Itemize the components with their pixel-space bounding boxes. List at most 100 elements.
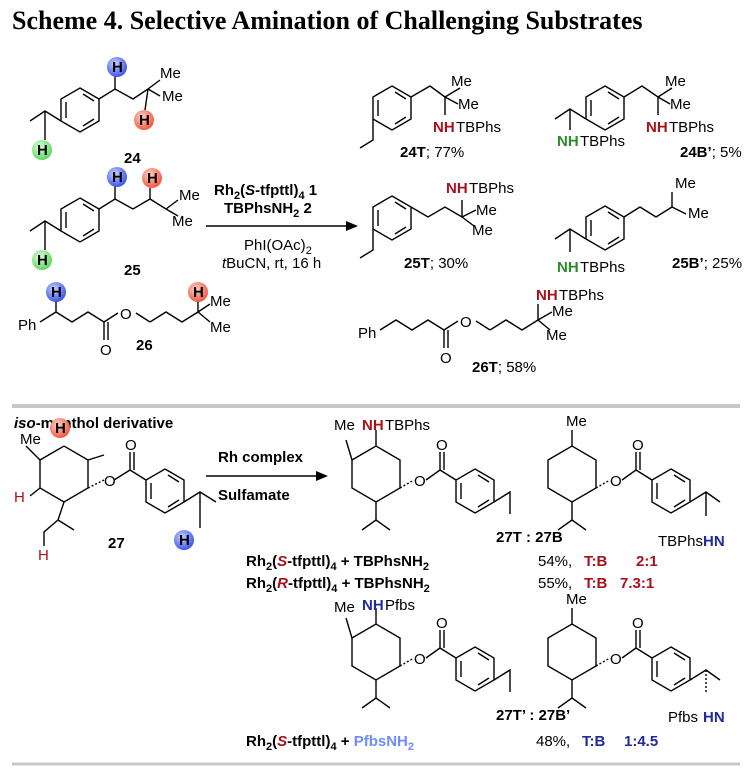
atom-label: H	[112, 59, 123, 76]
atom-label: O	[610, 651, 622, 668]
nh-label: NH	[557, 259, 579, 276]
atom-label: H	[139, 112, 150, 129]
atom-label: Me	[20, 431, 41, 448]
product-27T-structure: Me NH TBPhs O O	[334, 417, 511, 531]
solvent-label: tBuCN, rt, 16 h	[222, 255, 321, 272]
product-25B-structure: Me Me NH TBPhs	[554, 175, 709, 276]
ratio-label-1: 27T : 27B	[496, 529, 563, 546]
atom-label: Me	[688, 205, 709, 222]
atom-label: O	[610, 473, 622, 490]
catalyst-label: Rh2(S-tfpttl)4 1	[214, 182, 317, 202]
atom-label: O	[632, 615, 644, 632]
atom-label: H	[193, 284, 204, 301]
ratio-label-2: 27T’ : 27B’	[496, 707, 570, 724]
nh-label: NH	[536, 287, 558, 304]
atom-label: Me	[162, 88, 183, 105]
atom-label: H	[147, 170, 158, 187]
atom-label: Me	[566, 591, 587, 608]
result-row-2-ratio: 7.3:1	[620, 575, 654, 592]
atom-label: O	[436, 437, 448, 454]
compound-number: 26	[136, 337, 153, 354]
reaction-conditions-top: Rh2(S-tfpttl)4 1 TBPhsNH2 2 PhI(OAc)2 tB…	[206, 182, 358, 272]
atom-label: O	[120, 306, 132, 323]
atom-label: Me	[334, 599, 355, 616]
nh-label: NH	[557, 133, 579, 150]
product-26T-structure: Ph O O NH TBPhs Me Me	[358, 287, 604, 367]
compound-number: 24	[124, 150, 141, 167]
atom-label: O	[125, 437, 137, 454]
atom-label: Me	[665, 73, 686, 90]
compound-27-structure: H H Me O O H H	[14, 418, 217, 564]
atom-label: O	[440, 350, 452, 367]
result-row-1-yield: 54%,	[538, 553, 572, 570]
compound-25-structure: H H H Me Me	[29, 167, 200, 270]
h-marker-blue	[107, 167, 127, 187]
product-24T-caption: 24T; 77%	[400, 144, 464, 161]
nh-label: NH	[446, 180, 468, 197]
atom-label: H	[55, 420, 66, 437]
atom-label: O	[414, 651, 426, 668]
atom-label: Me	[675, 175, 696, 192]
product-27T-prime-structure: Me NH Pfbs O O	[334, 597, 511, 709]
atom-label: Me	[334, 417, 355, 434]
atom-label: H	[14, 489, 25, 506]
group-label: TBPhs	[580, 133, 625, 150]
atom-label: H	[38, 547, 49, 564]
h-marker-green	[32, 140, 52, 160]
group-label: TBPhs	[456, 119, 501, 136]
group-label: TBPhs	[385, 417, 430, 434]
atom-label: H	[112, 169, 123, 186]
result-row-1-tb: T:B	[584, 553, 607, 570]
atom-label: Me	[172, 213, 193, 230]
group-label: TBPhs	[469, 180, 514, 197]
group-label: Pfbs	[385, 597, 415, 614]
product-25B-caption: 25B’; 25%	[672, 255, 742, 272]
atom-label: Me	[451, 73, 472, 90]
atom-label: O	[414, 473, 426, 490]
atom-label: Me	[210, 293, 231, 310]
atom-label: O	[104, 473, 116, 490]
result-row-1-ratio: 2:1	[636, 553, 658, 570]
compound-number: 27	[108, 535, 125, 552]
compound-24-structure: H H H Me Me	[29, 57, 183, 160]
atom-label: Me	[179, 187, 200, 204]
rh-complex-label: Rh complex	[218, 449, 304, 466]
amine-label: TBPhsNH2 2	[224, 200, 312, 220]
group-label: TBPhs	[559, 287, 604, 304]
result-row-3-yield: 48%,	[536, 733, 570, 750]
atom-label: Me	[160, 65, 181, 82]
atom-label: O	[632, 437, 644, 454]
h-marker-green	[32, 250, 52, 270]
atom-label: H	[179, 532, 190, 549]
atom-label: Ph	[18, 317, 36, 334]
atom-label: Me	[546, 327, 567, 344]
result-row-2-catalyst: Rh2(R-tfpttl)4 + TBPhsNH2	[246, 575, 430, 595]
nh-label: NH	[433, 119, 455, 136]
compound-26-structure: Ph H H O O Me Me	[18, 282, 231, 359]
product-24B-structure: Me Me NH TBPhs NH TBPhs	[554, 73, 714, 150]
group-label: TBPhs	[580, 259, 625, 276]
atom-label: Ph	[358, 325, 376, 342]
atom-label: O	[460, 314, 472, 331]
product-27B-structure: Me O O TBPhs HN	[547, 413, 725, 550]
oxidant-label: PhI(OAc)2	[244, 237, 312, 257]
atom-label: Me	[552, 303, 573, 320]
result-row-3-ratio: 1:4.5	[624, 733, 658, 750]
atom-label: Me	[670, 96, 691, 113]
h-marker-red	[50, 418, 70, 438]
hn-label: HN	[703, 709, 725, 726]
group-label: TBPhs	[669, 119, 714, 136]
product-26T-caption: 26T; 58%	[472, 359, 536, 376]
section-heading: iso-menthol derivative	[14, 415, 173, 432]
atom-label: O	[100, 342, 112, 359]
atom-label: H	[37, 142, 48, 159]
hn-label: HN	[703, 533, 725, 550]
result-row-2-yield: 55%,	[538, 575, 572, 592]
product-24B-caption: 24B’; 5%	[680, 144, 742, 161]
atom-label: H	[37, 252, 48, 269]
h-marker-red	[142, 168, 162, 188]
compound-number: 25	[124, 262, 141, 279]
nh-label: NH	[362, 597, 384, 614]
atom-label: H	[51, 284, 62, 301]
